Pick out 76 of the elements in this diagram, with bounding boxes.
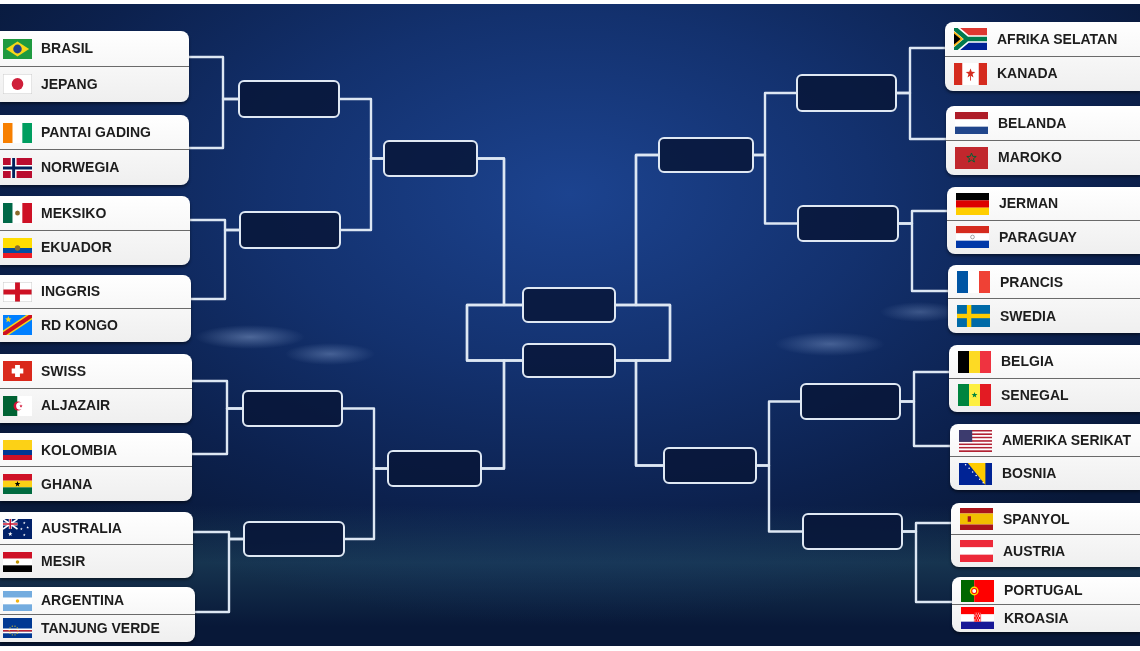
bracket-line bbox=[341, 157, 383, 232]
team-card bbox=[948, 265, 1140, 333]
team-card bbox=[0, 354, 192, 423]
empty-slot-box bbox=[663, 447, 757, 484]
empty-slot-box bbox=[242, 390, 343, 427]
bracket-line bbox=[754, 153, 797, 225]
team-name: BOSNIA bbox=[1002, 465, 1057, 482]
team-name: PORTUGAL bbox=[1004, 582, 1083, 600]
team-name: PARAGUAY bbox=[999, 228, 1077, 246]
team-card bbox=[0, 275, 191, 342]
team-card bbox=[0, 196, 190, 265]
team-card bbox=[0, 512, 193, 578]
team-name: SWEDIA bbox=[1000, 307, 1056, 325]
team-name: JERMAN bbox=[999, 195, 1059, 213]
team-card bbox=[0, 31, 189, 102]
bracket-line bbox=[482, 359, 522, 470]
empty-slot-box bbox=[239, 211, 341, 249]
team-name: EKUADOR bbox=[41, 239, 112, 257]
bracket-line bbox=[189, 97, 238, 150]
team-card bbox=[0, 115, 189, 185]
bracket-line bbox=[616, 359, 663, 467]
empty-slot-box bbox=[797, 205, 899, 242]
team-card bbox=[950, 424, 1140, 490]
empty-slot-box bbox=[243, 521, 345, 557]
team-name: AUSTRIA bbox=[1003, 542, 1066, 560]
team-name: RD KONGO bbox=[41, 316, 118, 334]
team-name: MESIR bbox=[41, 553, 86, 570]
empty-slot-box bbox=[522, 343, 616, 378]
bracket-line bbox=[903, 530, 952, 604]
team-name: NORWEGIA bbox=[41, 159, 120, 176]
empty-slot-box bbox=[238, 80, 340, 118]
empty-slot-box bbox=[522, 287, 616, 323]
team-name: ARGENTINA bbox=[41, 592, 125, 610]
empty-slot-box bbox=[387, 450, 482, 487]
team-card bbox=[947, 187, 1140, 254]
team-name: KROASIA bbox=[1004, 609, 1069, 627]
team-name: KOLOMBIA bbox=[41, 441, 118, 459]
team-name: ALJAZAIR bbox=[41, 397, 111, 415]
team-name: GHANA bbox=[41, 475, 93, 493]
team-name: JEPANG bbox=[41, 75, 98, 93]
bracket-line bbox=[899, 222, 948, 293]
team-name: INGGRIS bbox=[41, 283, 101, 301]
team-name: BRASIL bbox=[41, 40, 94, 58]
team-card bbox=[0, 433, 192, 501]
team-name: PANTAI GADING bbox=[41, 124, 151, 141]
bracket-line bbox=[901, 400, 950, 448]
empty-slot-box bbox=[383, 140, 478, 177]
team-card bbox=[949, 345, 1140, 412]
team-name: AUSTRALIA bbox=[41, 520, 122, 537]
team-name: SWISS bbox=[41, 362, 87, 380]
team-card bbox=[951, 503, 1140, 567]
team-name: SENEGAL bbox=[1001, 386, 1069, 404]
bracket-line bbox=[757, 464, 802, 533]
empty-slot-box bbox=[658, 137, 754, 173]
team-name: BELGIA bbox=[1001, 353, 1054, 371]
bracket-line bbox=[345, 467, 387, 541]
empty-slot-box bbox=[800, 383, 901, 420]
bracket-line bbox=[192, 407, 242, 456]
team-name: PRANCIS bbox=[1000, 273, 1063, 291]
team-name: AMERIKA SERIKAT bbox=[1002, 432, 1132, 449]
bracket-line bbox=[191, 228, 239, 301]
team-name: SPANYOL bbox=[1003, 510, 1070, 528]
team-name: MEKSIKO bbox=[41, 204, 107, 222]
team-name: MAROKO bbox=[998, 149, 1062, 167]
bracket-line bbox=[195, 537, 243, 614]
empty-slot-box bbox=[802, 513, 903, 550]
empty-slot-box bbox=[796, 74, 897, 112]
team-card bbox=[952, 577, 1140, 632]
team-card bbox=[945, 22, 1140, 91]
team-card bbox=[946, 106, 1140, 175]
team-card bbox=[0, 587, 195, 642]
team-name: BELANDA bbox=[998, 114, 1067, 132]
team-name: KANADA bbox=[997, 65, 1058, 83]
team-name: TANJUNG VERDE bbox=[41, 619, 160, 637]
team-name: AFRIKA SELATAN bbox=[997, 30, 1118, 48]
bracket-line bbox=[897, 91, 946, 141]
